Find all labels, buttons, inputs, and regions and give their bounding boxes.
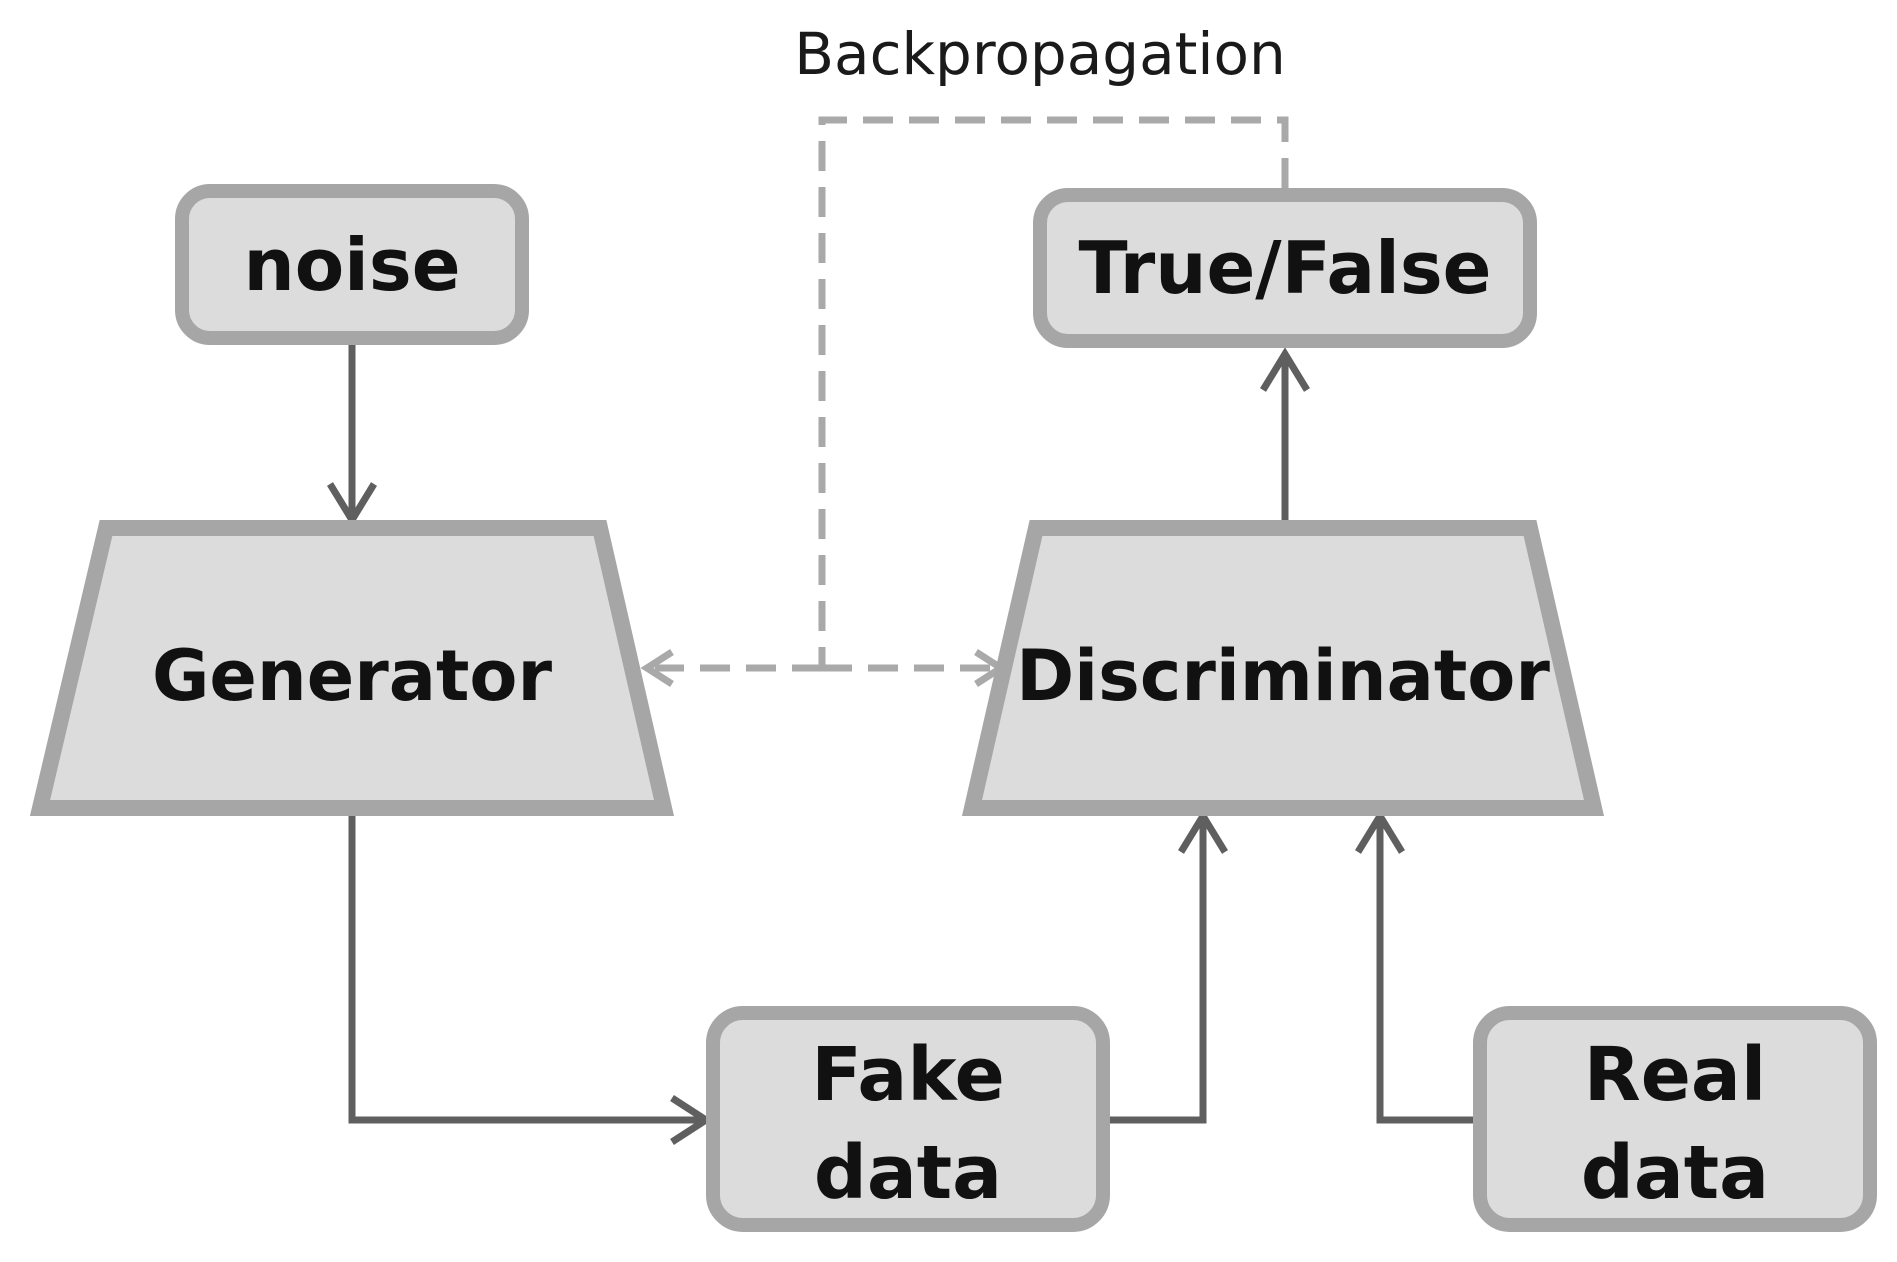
arrowhead-true-false [1260,347,1310,392]
backpropagation-label: Backpropagation [794,20,1286,88]
real-data-label-line2: data [1581,1130,1769,1216]
discriminator-node: Discriminator [961,520,1605,816]
noise-label: noise [243,223,460,307]
true-false-label: True/False [1078,226,1491,310]
discriminator-label: Discriminator [1016,635,1550,717]
fake-data-label-line1: Fake [811,1032,1005,1118]
noise-node: noise [175,184,529,345]
real-data-label-line1: Real [1584,1032,1766,1118]
generator-label: Generator [152,635,553,717]
backprop-arrow-to-generator [640,649,674,687]
backpropagation-path [655,116,1289,672]
real-to-discriminator-line [1376,818,1478,1124]
fake-data-label-line2: data [814,1130,1002,1216]
generator-node: Generator [29,520,675,816]
fake-to-discriminator-line [1103,818,1207,1124]
true-false-node: True/False [1033,188,1537,348]
fake-data-node: Fake data [706,1006,1110,1232]
real-data-node: Real data [1473,1006,1877,1232]
generator-to-fake-line [348,808,700,1124]
solid-connectors [348,338,1478,1124]
